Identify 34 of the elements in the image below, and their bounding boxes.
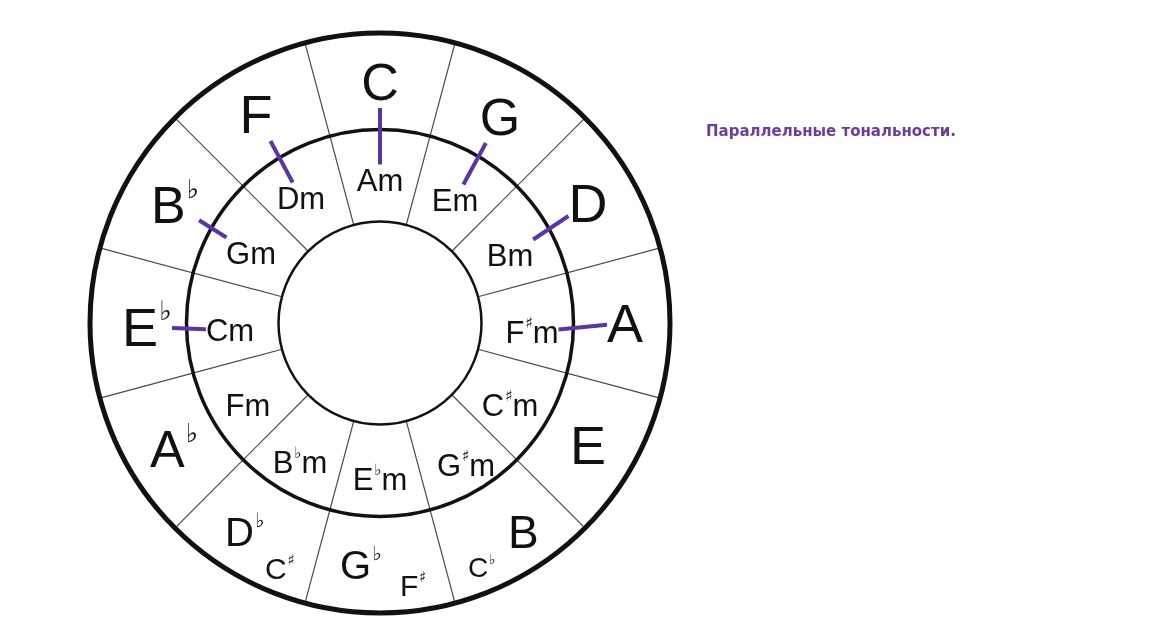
minor-key-label: G$^{♯}$m [436, 449, 496, 481]
major-key-label: G$^{♭}$ [340, 545, 382, 585]
minor-key-label: Cm [205, 314, 255, 346]
heading: Параллельные тональности. [706, 121, 956, 141]
minor-key-label: Dm [276, 182, 326, 214]
enharmonic-key-label: C$^{♭}$ [468, 554, 496, 582]
major-key-label: B$^{♭}$ [150, 179, 200, 231]
major-key-label: B [508, 509, 539, 555]
minor-key-label: Fm [225, 389, 271, 421]
minor-key-label: B$^{♭}$m [272, 446, 328, 478]
major-key-label: D [568, 176, 608, 230]
connector-line [198, 218, 228, 240]
minor-key-label: C$^{♯}$m [481, 389, 539, 421]
enharmonic-key-label: F$^{♯}$ [400, 571, 427, 601]
minor-key-label: F$^{♯}$m [505, 316, 559, 348]
connector-line [378, 108, 382, 165]
minor-key-label: Gm [226, 237, 276, 269]
connector-line [268, 140, 295, 184]
enharmonic-key-label: C$^{♯}$ [265, 554, 295, 584]
major-key-label: A [607, 296, 643, 350]
connector-line [172, 325, 206, 332]
minor-key-label: Em [431, 184, 479, 216]
minor-key-label: E$^{♭}$m [352, 463, 408, 495]
connector-line [558, 322, 608, 332]
major-key-label: F [239, 87, 273, 141]
major-key-label: G [479, 91, 521, 143]
connector-line [461, 142, 488, 186]
major-key-label: E [570, 418, 606, 472]
minor-key-label: Am [356, 164, 404, 196]
major-key-label: C [361, 56, 399, 108]
major-key-label: D$^{♭}$ [225, 512, 265, 552]
major-key-label: A$^{♭}$ [149, 423, 199, 475]
minor-key-label: Bm [486, 239, 534, 271]
major-key-label: E$^{♭}$ [121, 300, 173, 354]
